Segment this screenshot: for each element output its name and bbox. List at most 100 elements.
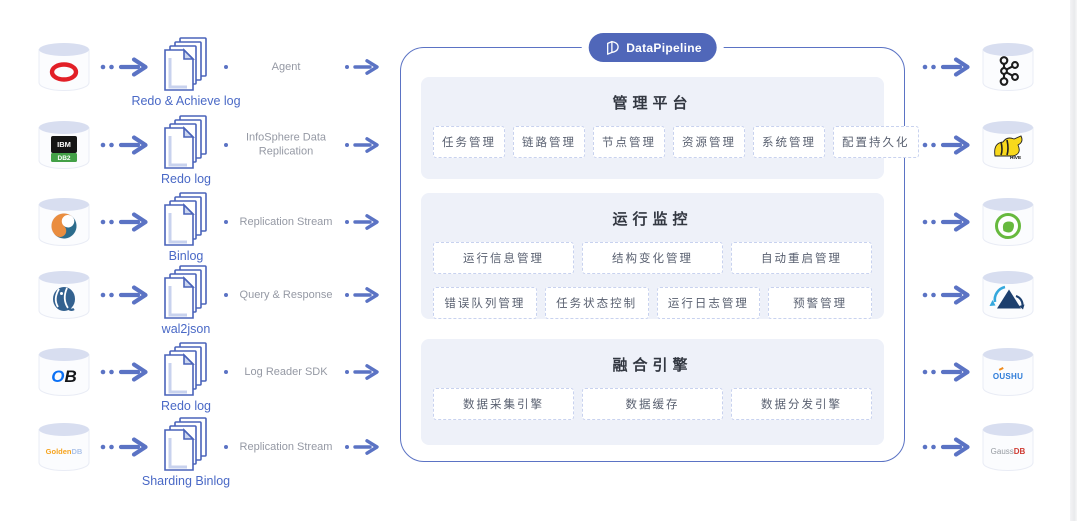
dot-connector — [224, 220, 228, 224]
target-row — [920, 266, 1080, 324]
dot-connector — [224, 293, 228, 297]
section-title: 融合引擎 — [612, 357, 693, 374]
svg-text:OB: OB — [51, 367, 77, 386]
section-title: 运行监控 — [612, 211, 693, 228]
source-row: wal2json Query & Response — [0, 264, 400, 336]
dotted-arrow-icon — [922, 57, 970, 77]
document-stack-icon — [164, 265, 207, 319]
source-row: OB Redo log Log Reader SDK — [0, 341, 400, 413]
dotted-arrow-icon — [100, 437, 148, 457]
section-management-platform: 管理平台 任务管理链路管理节点管理资源管理系统管理配置持久化 — [421, 77, 919, 179]
document-stack-icon — [164, 192, 207, 246]
channel-label: Query & Response — [239, 288, 333, 301]
feature-chip: 系统管理 — [753, 126, 825, 158]
log-type-label: Redo & Achieve log — [131, 94, 241, 108]
dot-connector — [224, 445, 228, 449]
dot-connector — [224, 65, 228, 69]
feature-chip: 预警管理 — [768, 287, 872, 319]
feature-chip: 数据采集引擎 — [433, 388, 574, 420]
log-files-stack: Redo & Achieve log — [131, 36, 241, 108]
log-files-stack: Binlog — [158, 191, 214, 263]
dotted-arrow-icon — [345, 214, 379, 230]
chip-row: 任务管理链路管理节点管理资源管理系统管理配置持久化 — [421, 126, 919, 158]
svg-text:GaussDB: GaussDB — [991, 447, 1026, 456]
source-row: Binlog Replication Stream — [0, 191, 400, 263]
channel-label: Replication Stream — [239, 215, 333, 228]
dotted-arrow-icon — [922, 437, 970, 457]
channel-label: Log Reader SDK — [244, 365, 328, 378]
channel-label: Agent — [271, 60, 301, 73]
dotted-arrow-icon — [345, 59, 379, 75]
target-row — [920, 38, 1080, 96]
gaussdb-icon: GaussDB — [982, 423, 1034, 472]
svg-text:DB2: DB2 — [57, 155, 70, 162]
dotted-arrow-icon — [345, 137, 379, 153]
source-row: Redo & Achieve log Agent — [0, 36, 400, 108]
log-type-label: Sharding Binlog — [141, 474, 231, 488]
dotted-arrow-icon — [922, 212, 970, 232]
dotted-arrow-icon — [922, 362, 970, 382]
dot-connector — [224, 370, 228, 374]
feature-chip: 资源管理 — [673, 126, 745, 158]
chip-row: 运行信息管理结构变化管理自动重启管理 — [421, 242, 884, 274]
dotted-arrow-icon — [100, 135, 148, 155]
feature-chip: 配置持久化 — [833, 126, 919, 158]
section-fusion-engine: 融合引擎 数据采集引擎数据缓存数据分发引擎 — [421, 339, 884, 445]
ibm-db2-icon: IBM DB2 — [38, 121, 90, 170]
feature-chip: 链路管理 — [513, 126, 585, 158]
dotted-arrow-icon — [100, 57, 148, 77]
log-type-label: Binlog — [168, 249, 204, 263]
svg-text:OUSHU: OUSHU — [993, 372, 1023, 381]
log-type-label: Redo log — [160, 399, 212, 413]
page-edge-line — [1070, 0, 1077, 521]
dotted-arrow-icon — [100, 362, 148, 382]
datapipeline-badge: DataPipeline — [588, 33, 717, 62]
datapipeline-platform-box: DataPipeline 管理平台 任务管理链路管理节点管理资源管理系统管理配置… — [400, 33, 919, 462]
oracle-db-icon — [38, 43, 90, 92]
postgresql-db-icon — [38, 271, 90, 320]
document-stack-icon — [164, 417, 207, 471]
dotted-arrow-icon — [922, 135, 970, 155]
target-row: GaussDB — [920, 418, 1080, 476]
document-stack-icon — [164, 342, 207, 396]
source-row: GoldenDB Sharding Binlog Replication Str… — [0, 416, 400, 488]
datapipeline-logo-icon — [606, 40, 619, 55]
hive-icon: HIVE — [982, 121, 1034, 170]
mysql-db-icon — [38, 198, 90, 247]
green-circle-db-icon — [982, 198, 1034, 247]
chip-row: 错误队列管理任务状态控制运行日志管理预警管理 — [421, 287, 884, 319]
document-stack-icon — [164, 37, 207, 91]
blue-mountain-db-icon — [982, 271, 1034, 320]
kafka-icon — [982, 43, 1034, 92]
target-row: HIVE — [920, 116, 1080, 174]
dot-connector — [224, 143, 228, 147]
svg-text:IBM: IBM — [57, 140, 71, 149]
log-type-label: Redo log — [160, 172, 212, 186]
log-files-stack: Sharding Binlog — [142, 416, 230, 488]
section-operation-monitoring: 运行监控 运行信息管理结构变化管理自动重启管理错误队列管理任务状态控制运行日志管… — [421, 193, 884, 319]
dotted-arrow-icon — [922, 285, 970, 305]
dotted-arrow-icon — [345, 439, 379, 455]
log-files-stack: wal2json — [158, 264, 214, 336]
log-files-stack: Redo log — [158, 341, 214, 413]
log-files-stack: Redo log — [158, 114, 214, 186]
dotted-arrow-icon — [100, 285, 148, 305]
feature-chip: 节点管理 — [593, 126, 665, 158]
goldendb-icon: GoldenDB — [38, 423, 90, 472]
feature-chip: 结构变化管理 — [582, 242, 723, 274]
feature-chip: 自动重启管理 — [731, 242, 872, 274]
feature-chip: 数据分发引擎 — [731, 388, 872, 420]
oceanbase-db-icon: OB — [38, 348, 90, 397]
oushu-db-icon: OUSHU — [982, 348, 1034, 397]
target-row — [920, 193, 1080, 251]
log-type-label: wal2json — [161, 322, 211, 336]
feature-chip: 运行信息管理 — [433, 242, 574, 274]
feature-chip: 错误队列管理 — [433, 287, 537, 319]
brand-name: DataPipeline — [626, 40, 702, 55]
channel-label: Replication Stream — [239, 440, 333, 453]
feature-chip: 任务管理 — [433, 126, 505, 158]
target-row: OUSHU — [920, 343, 1080, 401]
feature-chip: 数据缓存 — [582, 388, 723, 420]
feature-chip: 运行日志管理 — [656, 287, 761, 319]
